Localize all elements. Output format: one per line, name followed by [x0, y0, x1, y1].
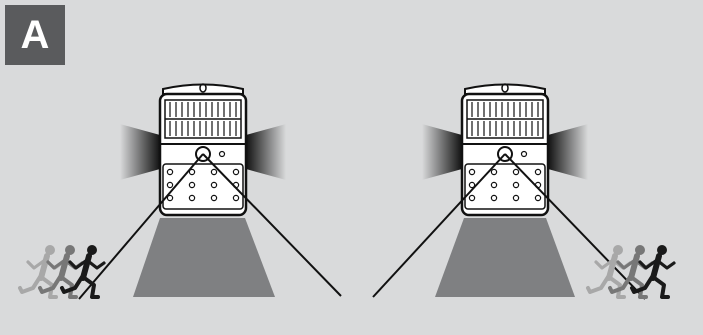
left-detection-zone-lines — [78, 153, 342, 300]
right-detection-zone-lines — [372, 153, 646, 300]
left-floor-light-pool — [133, 218, 275, 297]
left-motion-sensor-light-icon — [118, 82, 288, 217]
panel-label-badge: A — [5, 5, 65, 65]
right-motion-sensor-light-icon — [420, 82, 590, 217]
right-floor-light-pool — [435, 218, 575, 297]
left-running-people-icon — [20, 246, 104, 298]
